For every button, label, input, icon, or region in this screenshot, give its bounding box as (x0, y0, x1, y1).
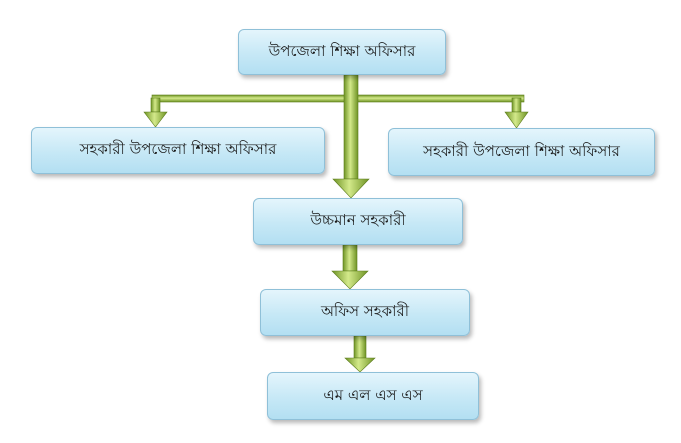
node-label: সহকারী উপজেলা শিক্ষা অফিসার (423, 141, 620, 160)
arrow-to-mlss (344, 335, 376, 373)
node-label: এম এল এস এস (323, 385, 423, 404)
node-assistant-officer-right: সহকারী উপজেলা শিক্ষা অফিসার (388, 128, 655, 176)
arrow-to-office-assistant (331, 244, 369, 290)
node-upazila-education-officer: উপজেলা শিক্ষা অফিসার (238, 29, 446, 75)
node-upper-assistant: উচ্চমান সহকারী (253, 198, 463, 245)
node-mlss: এম এল এস এস (267, 372, 479, 420)
node-assistant-officer-left: সহকারী উপজেলা শিক্ষা অফিসার (31, 127, 325, 174)
node-label: সহকারী উপজেলা শিক্ষা অফিসার (79, 140, 277, 158)
arrow-to-upper-assistant (332, 74, 370, 199)
arrow-to-right-node (504, 97, 529, 129)
node-label: অফিস সহকারী (320, 302, 410, 320)
node-label: উপজেলা শিক্ষা অফিসার (268, 41, 416, 60)
branch-connector-bar (151, 94, 525, 103)
node-label: উচ্চমান সহকারী (310, 211, 406, 229)
node-office-assistant: অফিস সহকারী (260, 289, 470, 336)
arrow-to-left-node (143, 97, 168, 128)
